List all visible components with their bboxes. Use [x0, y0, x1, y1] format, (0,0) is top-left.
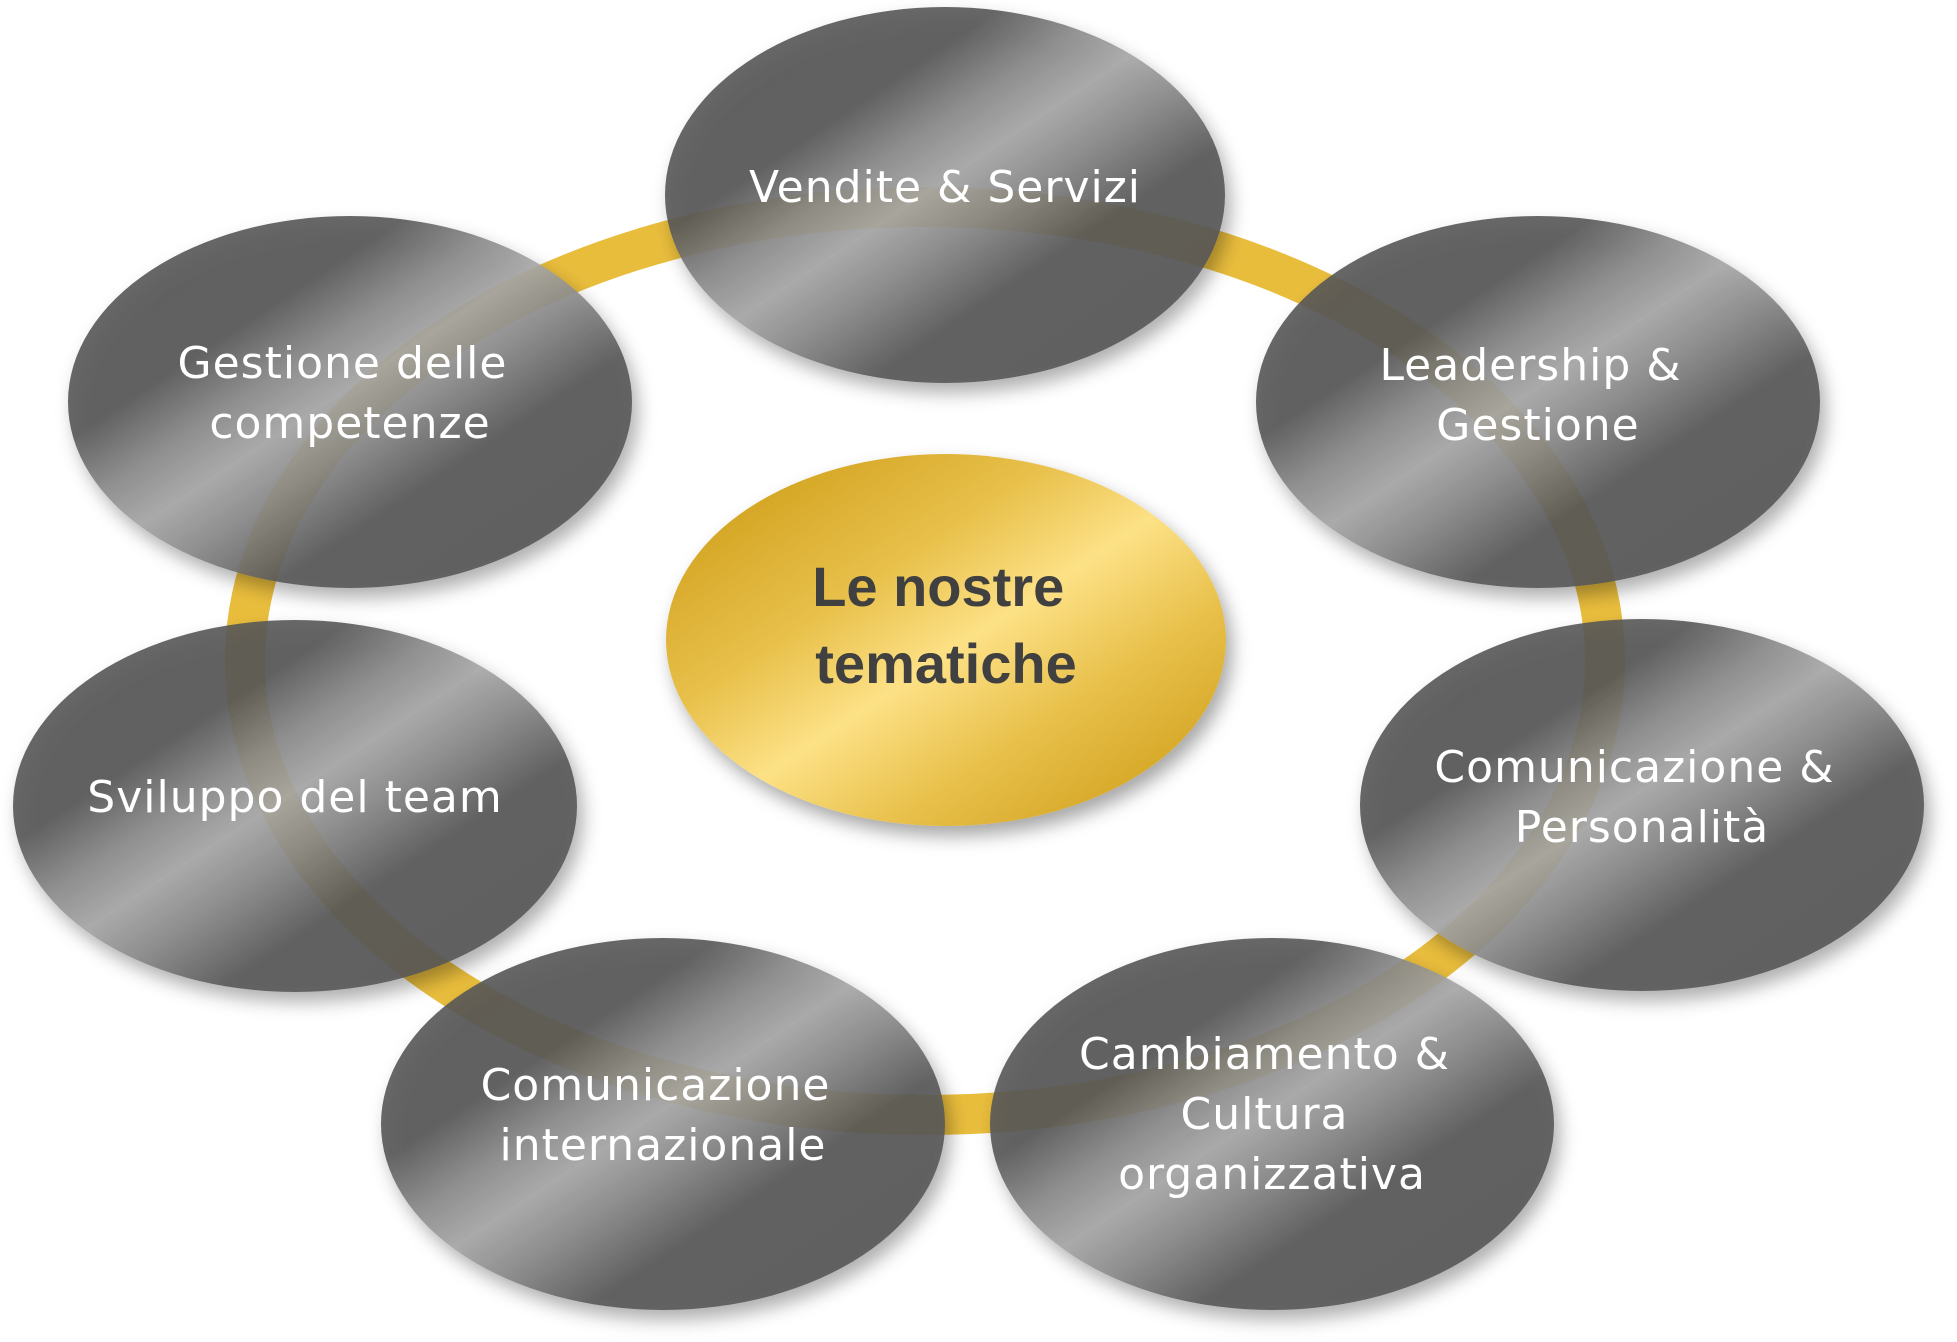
- topic-label: Sviluppo del team: [87, 772, 502, 823]
- topic-cambiamento: Cambiamento & Cultura organizzativa: [990, 938, 1554, 1310]
- topic-ellipse: [381, 938, 945, 1310]
- topic-label: Cambiamento & Cultura organizzativa: [1079, 1029, 1465, 1200]
- topic-comunicazione-internazionale: Comunicazione internazionale: [381, 938, 945, 1310]
- center-title: Le nostre tematiche: [812, 555, 1080, 695]
- topic-gestione-competenze: Gestione delle competenze: [68, 216, 632, 588]
- topic-label-line: Gestione delle: [178, 338, 508, 389]
- topic-label-line: Sviluppo del team: [87, 772, 502, 823]
- topic-label: Gestione delle competenze: [178, 338, 523, 449]
- topic-label-line: Comunicazione &: [1434, 742, 1834, 793]
- topic-label: Leadership & Gestione: [1379, 340, 1696, 451]
- topic-label-line: Comunicazione: [481, 1060, 831, 1111]
- topic-label-line: internazionale: [500, 1120, 827, 1171]
- topic-ellipse: [13, 620, 577, 992]
- center-ellipse: [666, 454, 1226, 826]
- topic-leadership: Leadership & Gestione: [1256, 216, 1820, 588]
- topic-ellipse: [1256, 216, 1820, 588]
- topic-ellipse: [68, 216, 632, 588]
- topic-comunicazione-personalita: Comunicazione & Personalità: [1360, 619, 1924, 991]
- topic-label-line: organizzativa: [1118, 1149, 1426, 1200]
- topic-vendite: Vendite & Servizi: [665, 7, 1225, 383]
- center-title-line-1: Le nostre: [812, 555, 1064, 618]
- topic-label-line: Vendite & Servizi: [749, 162, 1141, 213]
- topic-ellipse: [665, 7, 1225, 383]
- topic-label: Vendite & Servizi: [749, 162, 1141, 213]
- topic-label-line: Gestione: [1436, 400, 1639, 451]
- topic-label-line: Cultura: [1180, 1089, 1348, 1140]
- topic-ellipse: [990, 938, 1554, 1310]
- topic-label-line: Personalità: [1515, 802, 1769, 853]
- topic-ellipse: [1360, 619, 1924, 991]
- topic-label-line: Leadership &: [1379, 340, 1681, 391]
- topic-label: Comunicazione & Personalità: [1434, 742, 1849, 853]
- topic-label-line: competenze: [209, 398, 490, 449]
- center-title-line-2: tematiche: [815, 632, 1076, 695]
- topic-label-line: Cambiamento &: [1079, 1029, 1450, 1080]
- center-node: Le nostre tematiche: [666, 454, 1226, 826]
- topic-sviluppo-team: Sviluppo del team: [13, 620, 577, 992]
- topic-label: Comunicazione internazionale: [481, 1060, 846, 1171]
